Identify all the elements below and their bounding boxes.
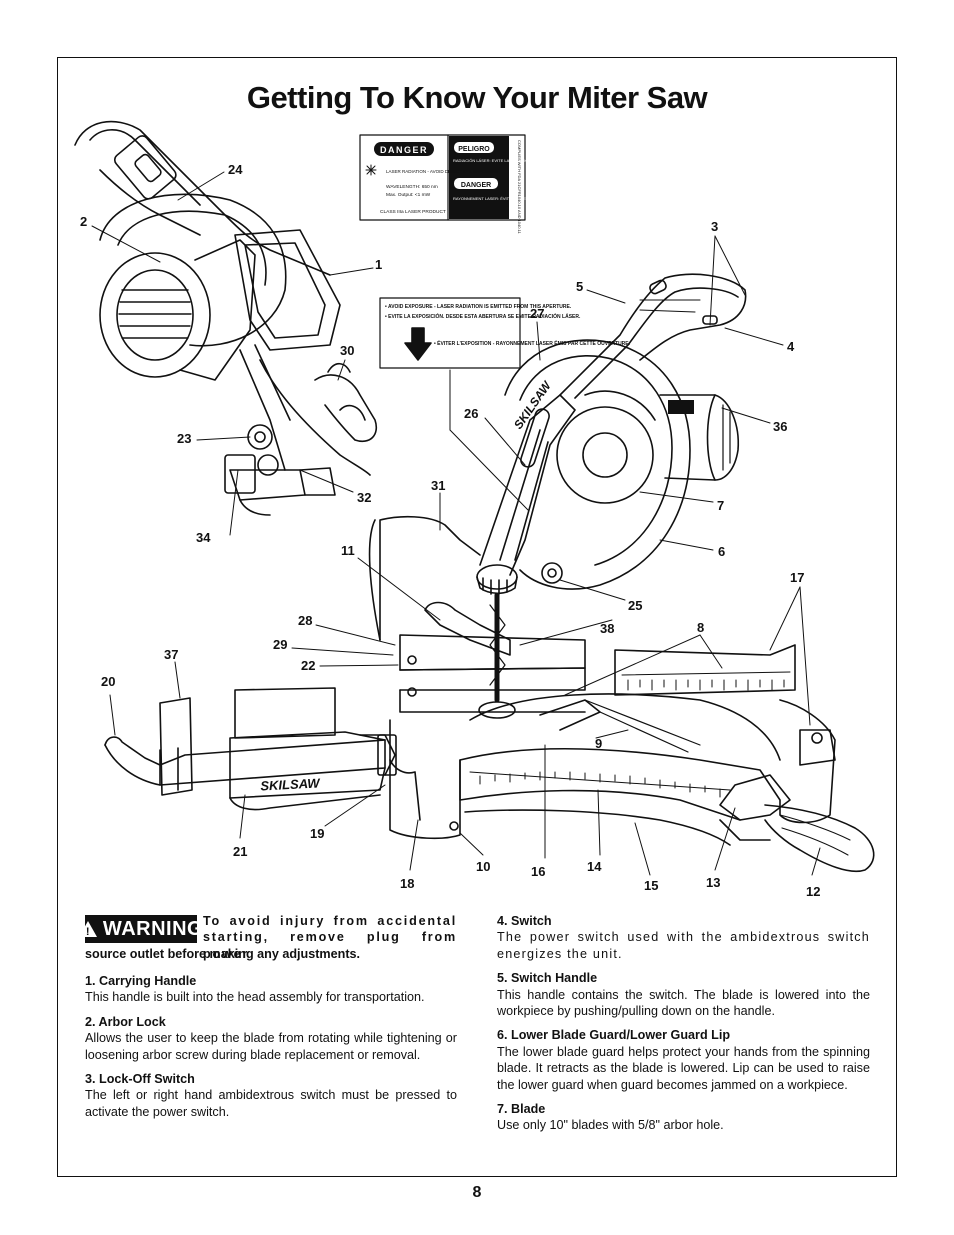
miter-saw-illustration	[104, 273, 875, 873]
item-heading: 4. Switch	[497, 914, 552, 928]
item-heading: 2. Arbor Lock	[85, 1014, 166, 1029]
warning-text-tail: source outlet before making any adjustme…	[85, 947, 361, 961]
warning-text: To avoid injury from accidental starting…	[203, 914, 457, 961]
item-heading: 7. Blade	[497, 1102, 546, 1117]
callout-25: 25	[628, 598, 642, 613]
callout-6: 6	[718, 544, 725, 559]
callout-30: 30	[340, 343, 354, 358]
callout-3: 3	[711, 219, 718, 234]
callout-7: 7	[717, 498, 724, 513]
danger-label-laser-warning: LASER RADIATION - AVOID DIRECT EYE EXPOS…	[386, 169, 498, 174]
callout-38: 38	[600, 621, 614, 636]
callout-12: 12	[806, 884, 820, 899]
callout-4: 4	[787, 339, 795, 354]
danger-label-danger: DANGER	[380, 145, 428, 155]
callout-5: 5	[576, 279, 583, 294]
warning-block: ! WARNING To avoid injury from accidental…	[78, 913, 457, 965]
item-blade: 7. Blade Use only 10" blades with 5/8" a…	[497, 1101, 870, 1134]
item-body: The lower blade guard helps protect your…	[497, 1044, 870, 1092]
warning-badge: ! WARNING	[78, 915, 203, 943]
danger-label-wavelength: WAVELENGTH: 650 nm	[386, 184, 438, 190]
left-text-column: ! WARNING To avoid injury from accidental…	[78, 913, 457, 1128]
item-arbor-lock: 2. Arbor Lock Allows the user to keep th…	[85, 1014, 457, 1063]
callout-22: 22	[301, 658, 315, 673]
item-body: Use only 10" blades with 5/8" arbor hole…	[497, 1118, 724, 1133]
item-heading: 5. Switch Handle	[497, 971, 598, 986]
callout-36: 36	[773, 419, 787, 434]
item-body: The left or right hand ambidextrous swit…	[85, 1088, 457, 1119]
aperture-warning-label	[379, 297, 521, 369]
aperture-line-3: • ÉVITER L'EXPOSITION - RAYONNEMENT LASE…	[434, 339, 631, 347]
page-title: Getting To Know Your Miter Saw	[246, 80, 708, 115]
callout-31: 31	[431, 478, 445, 493]
callout-16: 16	[531, 864, 545, 879]
callout-11: 11	[341, 543, 355, 558]
warning-triangle-icon: !	[78, 921, 97, 938]
danger-laser-label	[359, 134, 526, 221]
item-body: Allows the user to keep the blade from r…	[85, 1031, 457, 1062]
warning-badge-label: WARNING	[102, 917, 204, 940]
callout-24: 24	[228, 162, 243, 177]
item-body: This handle is built into the head assem…	[85, 990, 425, 1005]
callout-29: 29	[273, 637, 287, 652]
danger-label-max-output: Max. Output: <1 mW	[386, 192, 431, 198]
callout-23: 23	[177, 431, 191, 446]
callout-leader-lines	[91, 171, 821, 876]
callout-15: 15	[644, 878, 658, 893]
callout-37: 37	[164, 647, 178, 662]
callout-14: 14	[587, 859, 602, 874]
callout-13: 13	[706, 875, 720, 890]
danger-label-peligro-text: RADIACIÓN LÁSER: EVITE LA EXPOSICIÓN DIR…	[453, 158, 581, 163]
right-text-column: 4. Switch The power switch used with the…	[497, 913, 870, 1142]
item-body: The power switch used with the ambidextr…	[497, 930, 870, 961]
callout-18: 18	[400, 876, 414, 891]
item-lock-off-switch: 3. Lock-Off Switch The left or right han…	[85, 1071, 457, 1120]
brand-logo-base: SKILSAW	[260, 775, 322, 793]
callout-19: 19	[310, 826, 324, 841]
callout-21: 21	[233, 844, 247, 859]
callout-numbers: 24 2 1 30 23 34 32 3 5 4 27 36 26 31 7 6…	[80, 162, 820, 899]
page-number: 8	[472, 1184, 482, 1201]
item-carrying-handle: 1. Carrying Handle This handle is built …	[85, 973, 457, 1006]
danger-label-danger-fr-text: RAYONNEMENT LASER: ÉVITER D'Y EXPOSER DI…	[453, 196, 593, 201]
callout-20: 20	[101, 674, 115, 689]
page-border	[57, 57, 897, 1177]
callout-34: 34	[196, 530, 211, 545]
danger-label-peligro: PELIGRO	[458, 146, 490, 153]
head-closeup-illustration	[74, 120, 377, 516]
danger-label-danger-fr: DANGER	[461, 182, 491, 189]
item-lower-blade-guard: 6. Lower Blade Guard/Lower Guard Lip The…	[497, 1027, 870, 1093]
danger-label-class: CLASS IIIa LASER PRODUCT	[380, 209, 446, 215]
aperture-line-2: • EVITE LA EXPOSICIÓN. DESDE ESTA ABERTU…	[385, 312, 581, 320]
callout-17: 17	[790, 570, 804, 585]
item-heading: 1. Carrying Handle	[85, 974, 197, 988]
item-switch: 4. Switch The power switch used with the…	[497, 913, 870, 962]
callout-10: 10	[476, 859, 490, 874]
aperture-line-1: • AVOID EXPOSURE - LASER RADIATION IS EM…	[385, 304, 572, 310]
item-switch-handle: 5. Switch Handle This handle contains th…	[497, 970, 870, 1019]
aperture-label-text: • AVOID EXPOSURE - LASER RADIATION IS EM…	[385, 304, 631, 347]
callout-2: 2	[80, 214, 87, 229]
callout-26: 26	[464, 406, 478, 421]
callout-8: 8	[697, 620, 704, 635]
callout-28: 28	[298, 613, 312, 628]
callout-27: 27	[530, 306, 544, 321]
callout-9: 9	[595, 736, 602, 751]
item-heading: 6. Lower Blade Guard/Lower Guard Lip	[497, 1028, 731, 1043]
callout-32: 32	[357, 490, 371, 505]
callout-1: 1	[375, 257, 382, 272]
danger-label-text: DANGER LASER RADIATION - AVOID DIRECT EY…	[380, 140, 593, 235]
danger-label-side: COMPLIES WITH FDA 21CFR1040.10 AND 1040.…	[517, 140, 522, 235]
item-body: This handle contains the switch. The bla…	[497, 987, 870, 1019]
item-heading: 3. Lock-Off Switch	[85, 1072, 195, 1087]
